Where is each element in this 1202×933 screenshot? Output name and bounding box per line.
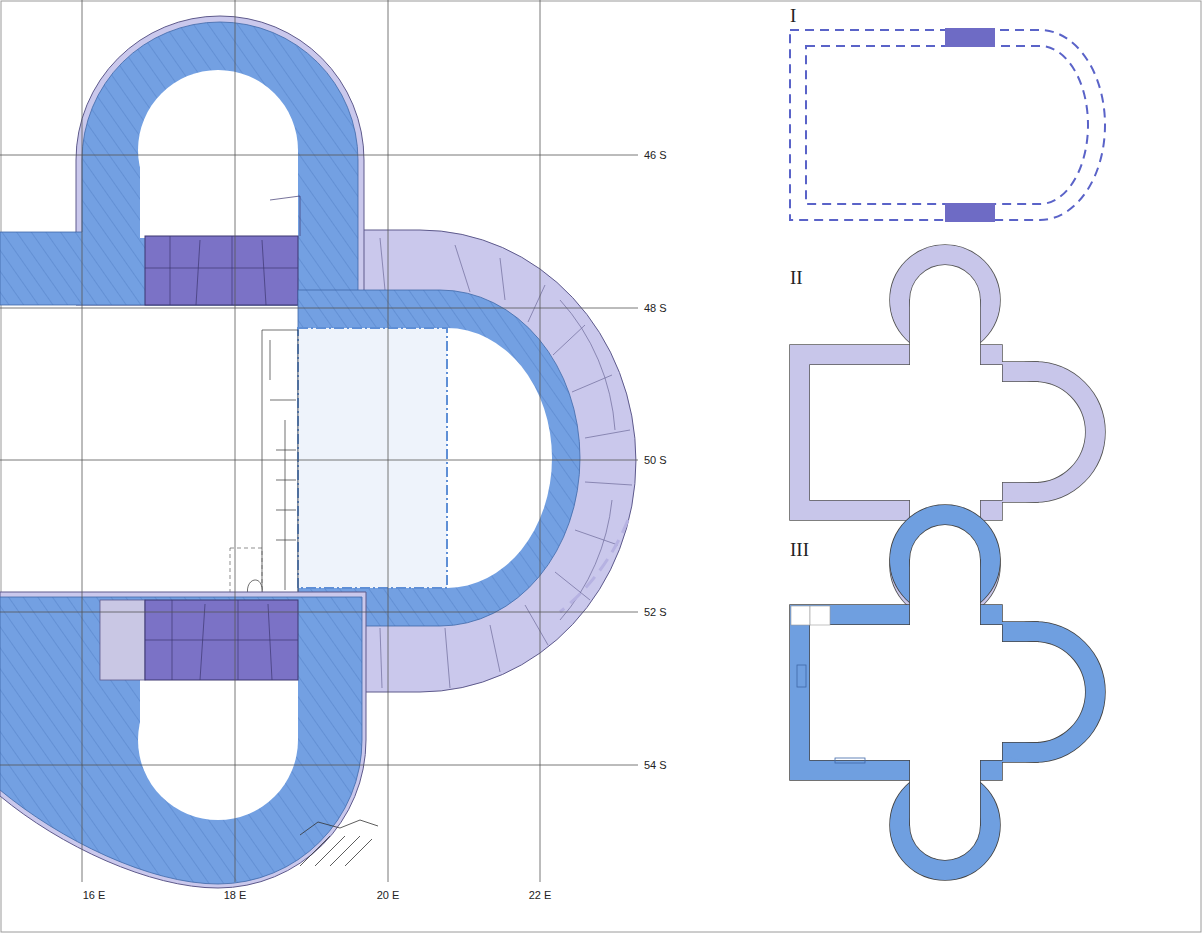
apse-interior <box>138 660 298 820</box>
grid-coordinate: 46 S <box>644 149 667 161</box>
main-plan <box>0 16 636 888</box>
apse-interior <box>140 680 298 740</box>
apse-interior <box>140 150 298 238</box>
stone-foundation <box>0 592 366 888</box>
grid-coordinate: 18 E <box>224 889 247 901</box>
phase-numeral: I <box>790 6 796 27</box>
feature-outline <box>262 330 298 600</box>
grid-coordinate: 52 S <box>644 606 667 618</box>
excavated-area <box>298 328 447 588</box>
wall <box>0 597 362 884</box>
phase-plan <box>790 505 1105 880</box>
stone-joints <box>145 196 300 305</box>
bedrock-hatch <box>300 820 378 866</box>
phase-numeral: III <box>790 540 809 561</box>
reconstructed-line <box>560 520 628 612</box>
grid-coordinate: 16 E <box>83 889 106 901</box>
phase-plan <box>790 28 1105 222</box>
grid-coordinate: 48 S <box>644 302 667 314</box>
grid-coordinate: 50 S <box>644 454 667 466</box>
stone-fill <box>145 236 298 305</box>
survey-grid <box>0 0 638 882</box>
grid-coordinate: 54 S <box>644 759 667 771</box>
wall <box>298 290 580 626</box>
phase-numeral: II <box>790 268 803 289</box>
grid-coordinate: 22 E <box>529 889 552 901</box>
wall <box>0 22 358 305</box>
grid-coordinate: 20 E <box>377 889 400 901</box>
